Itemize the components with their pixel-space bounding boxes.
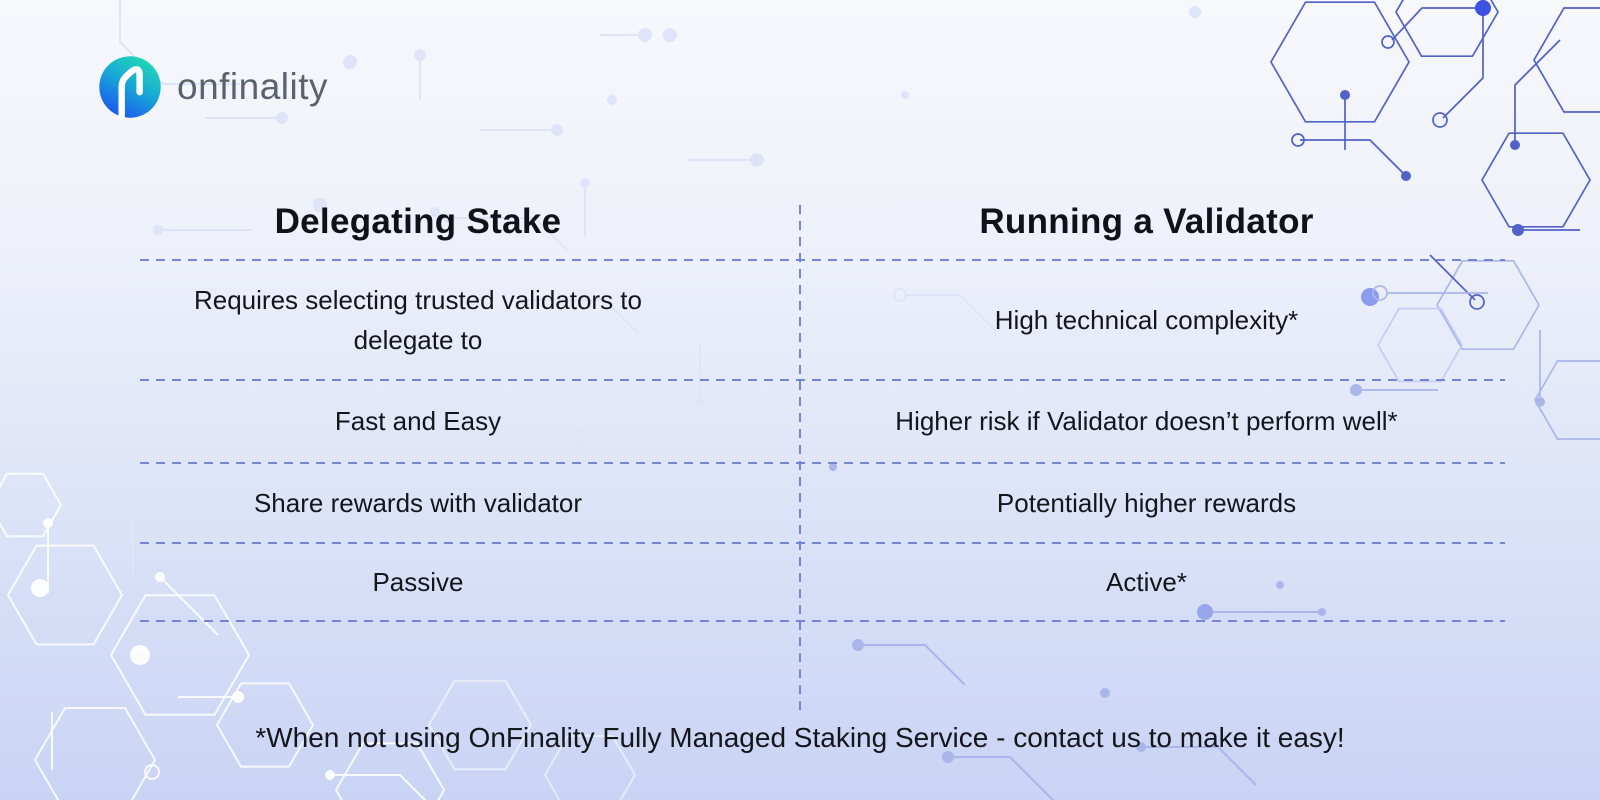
cell-left-3: Share rewards with validator	[140, 464, 800, 542]
table-row: Share rewards with validator Potentially…	[140, 464, 1505, 542]
cell-right-1: High technical complexity*	[800, 261, 1505, 379]
cell-text: Fast and Easy	[334, 406, 502, 437]
cell-right-3: Potentially higher rewards	[800, 464, 1505, 542]
table-row: Requires selecting trusted validators to…	[140, 261, 1505, 379]
cell-text: High technical complexity*	[994, 304, 1299, 335]
comparison-table: Delegating Stake Running a Validator Req…	[140, 185, 1505, 622]
row-divider	[140, 462, 1505, 464]
brand-logo: onfinality	[98, 54, 328, 120]
column-divider	[799, 205, 801, 710]
header-running-validator: Running a Validator	[800, 185, 1505, 259]
cell-left-4: Passive	[140, 544, 800, 620]
brand-wordmark: onfinality	[177, 66, 329, 107]
row-divider	[140, 620, 1505, 622]
row-divider	[140, 259, 1505, 261]
table-header-row: Delegating Stake Running a Validator	[140, 185, 1505, 259]
cell-left-2: Fast and Easy	[140, 381, 800, 462]
footnote: *When not using OnFinality Fully Managed…	[255, 722, 1345, 753]
header-delegating-stake: Delegating Stake	[140, 185, 800, 259]
cell-text: Requires selecting trusted validators to…	[193, 284, 642, 355]
table-row: Passive Active*	[140, 544, 1505, 620]
onfinality-logo-icon	[99, 56, 161, 120]
cell-text: Passive	[372, 566, 464, 597]
cell-left-1: Requires selecting trusted validators to…	[140, 261, 800, 379]
cell-text: Potentially higher rewards	[996, 487, 1297, 518]
cell-text: Active*	[1106, 566, 1187, 597]
cell-text: Share rewards with validator	[253, 487, 583, 518]
column-title-left: Delegating Stake	[274, 202, 562, 241]
row-divider	[140, 379, 1505, 381]
table-row: Fast and Easy Higher risk if Validator d…	[140, 381, 1505, 462]
column-title-right: Running a Validator	[979, 202, 1314, 241]
cell-right-4: Active*	[800, 544, 1505, 620]
cell-right-2: Higher risk if Validator doesn’t perform…	[800, 381, 1505, 462]
cell-text: Higher risk if Validator doesn’t perform…	[895, 406, 1398, 437]
row-divider	[140, 542, 1505, 544]
